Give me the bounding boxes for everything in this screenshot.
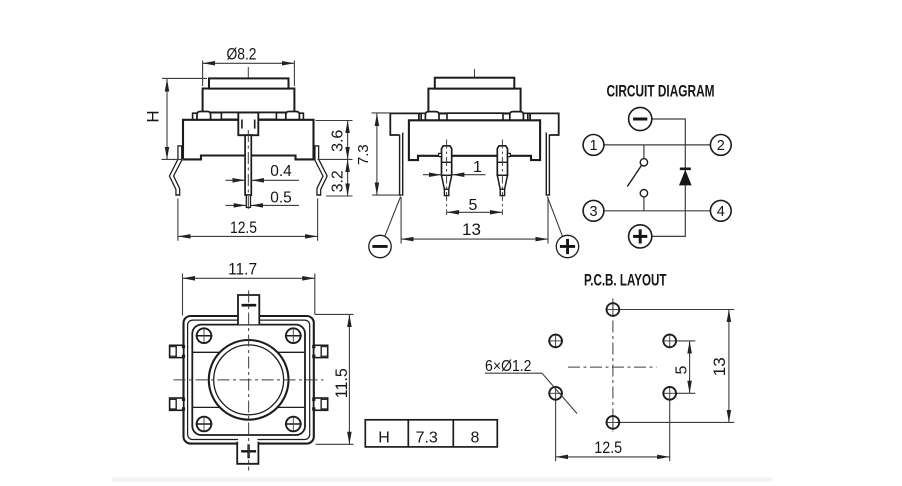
svg-text:1: 1 <box>589 138 597 154</box>
svg-text:H: H <box>144 110 163 122</box>
svg-text:3.6: 3.6 <box>329 130 346 152</box>
svg-text:11.7: 11.7 <box>228 260 257 279</box>
svg-text:12.5: 12.5 <box>230 218 257 237</box>
svg-text:1: 1 <box>473 159 482 176</box>
svg-text:11.5: 11.5 <box>333 368 351 398</box>
svg-text:7.3: 7.3 <box>416 429 438 446</box>
svg-text:6×Ø1.2: 6×Ø1.2 <box>485 358 532 375</box>
svg-text:5: 5 <box>469 197 478 214</box>
svg-text:3.2: 3.2 <box>329 170 346 192</box>
svg-text:7.3: 7.3 <box>355 144 372 165</box>
svg-text:CIRCUIT DIAGRAM: CIRCUIT DIAGRAM <box>607 83 715 101</box>
svg-text:3: 3 <box>589 204 597 220</box>
svg-text:2: 2 <box>717 138 725 154</box>
svg-text:Ø8.2: Ø8.2 <box>227 45 257 64</box>
svg-text:P.C.B. LAYOUT: P.C.B. LAYOUT <box>584 272 667 290</box>
svg-text:13: 13 <box>710 357 729 376</box>
svg-text:13: 13 <box>462 220 481 239</box>
svg-text:H: H <box>378 429 390 446</box>
svg-text:5: 5 <box>673 365 690 374</box>
svg-text:4: 4 <box>717 204 725 220</box>
svg-text:0.4: 0.4 <box>270 163 292 180</box>
svg-text:0.5: 0.5 <box>270 190 292 207</box>
svg-text:12.5: 12.5 <box>594 438 622 457</box>
svg-text:8: 8 <box>471 429 480 446</box>
